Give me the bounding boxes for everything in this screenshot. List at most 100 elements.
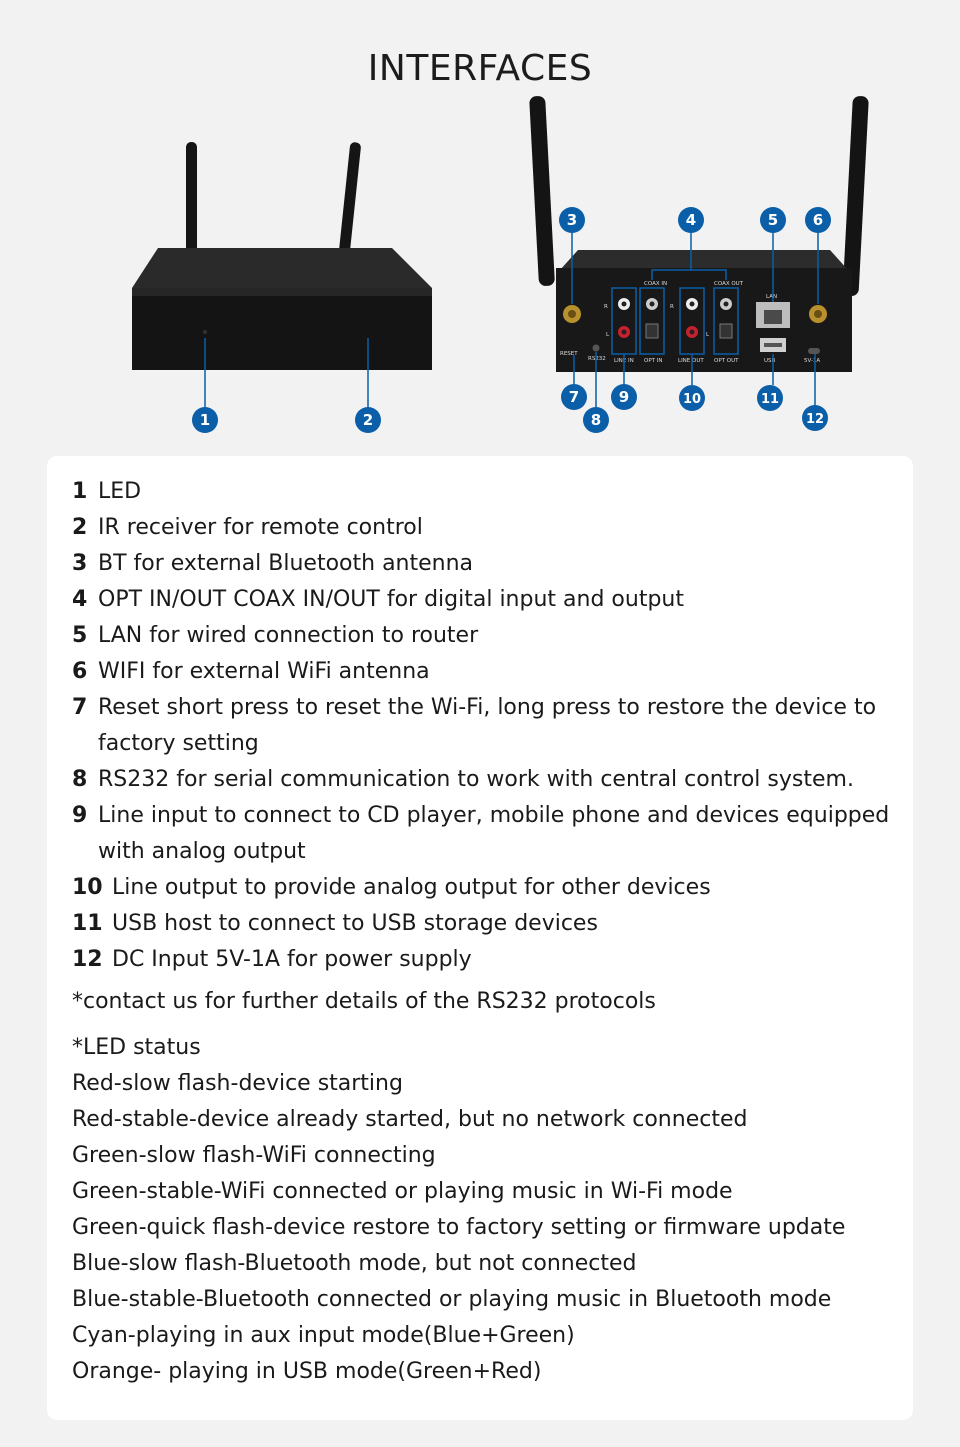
svg-text:3: 3 <box>567 211 577 229</box>
list-item: 8 RS232 for serial communication to work … <box>72 762 902 798</box>
item-text: DC Input 5V-1A for power supply <box>112 947 472 972</box>
led-status-item: Red-stable-device already started, but n… <box>72 1107 748 1132</box>
interface-list: 1 LED 2 IR receiver for remote control 3 BT… <box>72 474 902 1390</box>
device-front-face <box>132 288 432 370</box>
led-status-list: *LED status Red-slow flash-device starti… <box>72 1030 902 1390</box>
svg-text:LAN: LAN <box>766 294 777 300</box>
item-text: BT for external Bluetooth antenna <box>98 551 474 576</box>
antenna-bt <box>529 96 555 286</box>
svg-text:5V-1A: 5V-1A <box>804 358 820 364</box>
rs232-note: *contact us for further details of the R… <box>72 989 656 1014</box>
item-number: 9 <box>72 803 88 828</box>
item-number: 2 <box>72 515 88 540</box>
item-text: RS232 for serial communication to work w… <box>98 767 854 792</box>
item-text: Line output to provide analog output for… <box>112 875 711 900</box>
item-number: 6 <box>72 659 88 684</box>
led-status-heading: *LED status <box>72 1035 201 1060</box>
led-status-item: Green-slow flash-WiFi connecting <box>72 1143 436 1168</box>
device-front-illustration: 1 2 <box>120 90 450 440</box>
svg-text:COAX IN: COAX IN <box>644 281 667 287</box>
badge-3: 3 <box>559 207 585 233</box>
svg-text:OPT IN: OPT IN <box>644 358 663 364</box>
antenna-right <box>338 142 361 264</box>
svg-text:1: 1 <box>200 411 210 429</box>
badge-5: 5 <box>760 207 786 233</box>
svg-text:R: R <box>670 304 674 310</box>
led-status-item: Blue-slow flash-Bluetooth mode, but not … <box>72 1251 637 1276</box>
opt-out-frame <box>713 287 739 355</box>
svg-text:4: 4 <box>686 211 696 229</box>
led-status-item: Green-stable-WiFi connected or playing m… <box>72 1179 733 1204</box>
badge-1: 1 <box>192 407 218 433</box>
antenna-wifi <box>842 96 869 296</box>
list-item: 12 DC Input 5V-1A for power supply <box>72 942 902 978</box>
svg-text:OPT OUT: OPT OUT <box>714 358 739 364</box>
badge-2: 2 <box>355 407 381 433</box>
item-text: OPT IN/OUT COAX IN/OUT for digital input… <box>98 587 684 612</box>
badge-8: 8 <box>583 407 609 433</box>
led-status-item: Red-slow flash-device starting <box>72 1071 403 1096</box>
svg-text:RS232: RS232 <box>588 356 606 362</box>
badge-6: 6 <box>805 207 831 233</box>
svg-text:9: 9 <box>619 388 629 406</box>
svg-text:COAX OUT: COAX OUT <box>714 281 744 287</box>
svg-text:L: L <box>606 332 610 338</box>
item-number: 7 <box>72 695 88 720</box>
device-back-illustration: RESET RS232 R L LINE IN COAX IN OPT IN R… <box>529 90 870 440</box>
badge-9: 9 <box>611 384 637 410</box>
item-number: 5 <box>72 623 88 648</box>
svg-text:L: L <box>706 332 710 338</box>
dc-port <box>808 348 820 354</box>
list-item: 2 IR receiver for remote control <box>72 510 902 546</box>
item-number: 1 <box>72 479 88 504</box>
badge-12: 12 <box>802 405 828 431</box>
led-status-item: Green-quick flash-device restore to fact… <box>72 1215 846 1240</box>
item-text: LED <box>98 479 142 504</box>
svg-text:12: 12 <box>806 412 824 427</box>
led-indicator <box>203 330 207 334</box>
list-item: 7 Reset short press to reset the Wi-Fi, l… <box>72 690 902 762</box>
rs232-port <box>592 344 600 352</box>
list-item: 11 USB host to connect to USB storage dev… <box>72 906 902 942</box>
svg-text:RESET: RESET <box>560 351 578 357</box>
svg-text:LINE OUT: LINE OUT <box>678 358 704 364</box>
svg-text:8: 8 <box>591 411 601 429</box>
item-text: IR receiver for remote control <box>98 515 423 540</box>
opt-in-frame <box>639 287 665 355</box>
item-text: Line input to connect to CD player, mobi… <box>98 803 890 864</box>
svg-text:11: 11 <box>761 392 779 407</box>
svg-text:7: 7 <box>569 388 579 406</box>
item-text: WIFI for external WiFi antenna <box>98 659 430 684</box>
item-number: 12 <box>72 947 103 972</box>
item-number: 10 <box>72 875 103 900</box>
svg-text:6: 6 <box>813 211 823 229</box>
list-item: 4 OPT IN/OUT COAX IN/OUT for digital inpu… <box>72 582 902 618</box>
list-item: 5 LAN for wired connection to router <box>72 618 902 654</box>
list-item: 10 Line output to provide analog output f… <box>72 870 902 906</box>
interfaces-description-card: 1 LED 2 IR receiver for remote control 3 BT… <box>47 456 913 1420</box>
badge-10: 10 <box>679 385 705 411</box>
svg-text:USB: USB <box>764 358 776 364</box>
item-number: 11 <box>72 911 103 936</box>
badge-11: 11 <box>757 385 783 411</box>
led-status-item: Orange- playing in USB mode(Green+Red) <box>72 1359 542 1384</box>
item-text: Reset short press to reset the Wi-Fi, lo… <box>98 695 877 756</box>
antenna-left <box>186 142 197 264</box>
item-text: USB host to connect to USB storage devic… <box>112 911 598 936</box>
item-number: 8 <box>72 767 88 792</box>
badge-7: 7 <box>561 384 587 410</box>
item-number: 4 <box>72 587 88 612</box>
list-item: 3 BT for external Bluetooth antenna <box>72 546 902 582</box>
svg-text:10: 10 <box>683 392 701 407</box>
item-text: LAN for wired connection to router <box>98 623 479 648</box>
item-number: 3 <box>72 551 88 576</box>
svg-text:5: 5 <box>768 211 778 229</box>
list-item: 6 WIFI for external WiFi antenna <box>72 654 902 690</box>
badge-4: 4 <box>678 207 704 233</box>
svg-text:2: 2 <box>363 411 373 429</box>
led-status-item: Blue-stable-Bluetooth connected or playi… <box>72 1287 832 1312</box>
led-status-item: Cyan-playing in aux input mode(Blue+Gree… <box>72 1323 575 1348</box>
page-title: INTERFACES <box>367 48 593 89</box>
svg-text:R: R <box>604 304 608 310</box>
list-item: 9 Line input to connect to CD player, mob… <box>72 798 902 870</box>
